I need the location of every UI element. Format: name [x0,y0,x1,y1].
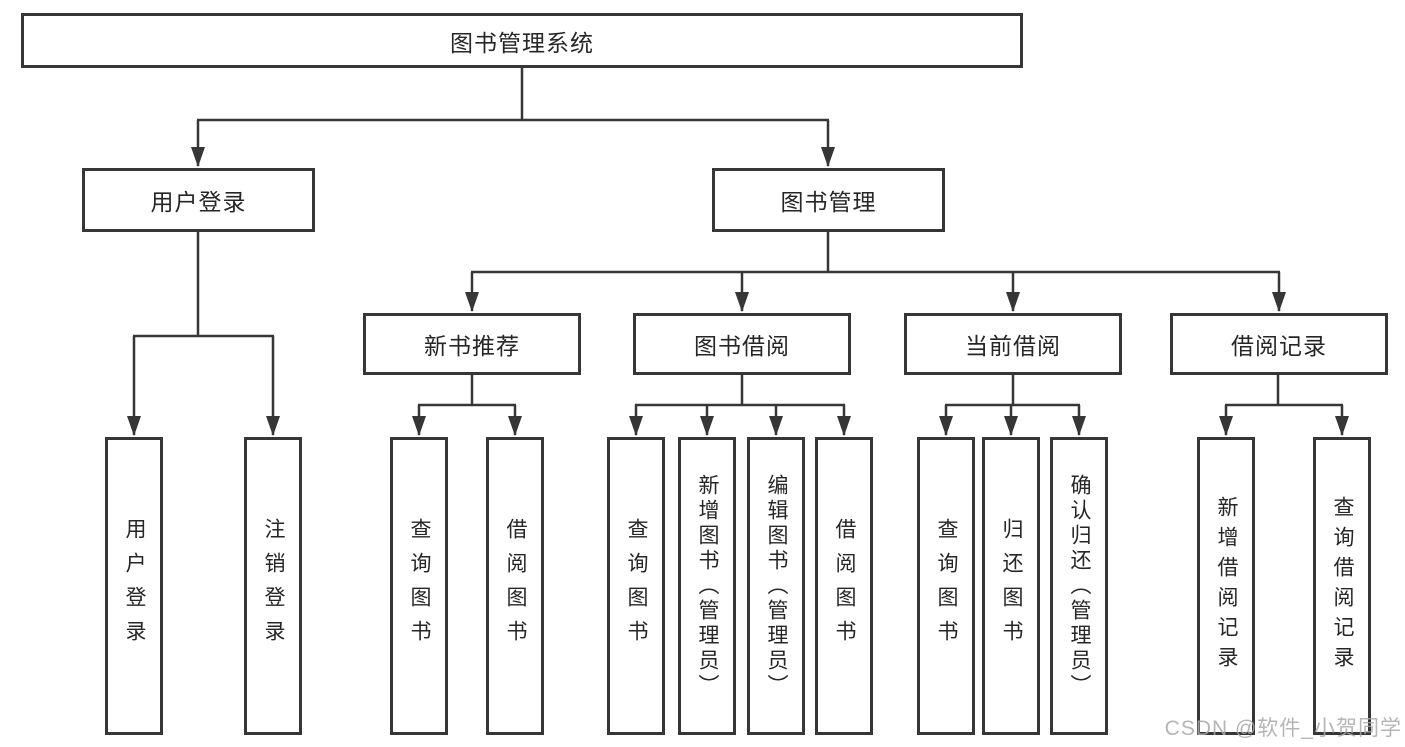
leaf-logout: 注销登录 [244,437,302,735]
leaf-rec-borrow-books: 借阅图书 [486,437,544,735]
node-new-book-recommend: 新书推荐 [363,313,581,375]
node-book-borrow: 图书借阅 [633,313,851,375]
leaf-add-books-admin: 新增图书（管理员） [678,437,736,735]
leaf-return-books: 归还图书 [982,437,1040,735]
leaf-borrow-books: 借阅图书 [815,437,873,735]
leaf-current-query-books: 查询图书 [917,437,975,735]
leaf-confirm-return-admin: 确认归还（管理员） [1050,437,1108,735]
node-user-login: 用户登录 [82,168,315,232]
leaf-query-borrow-record: 查询借阅记录 [1313,437,1371,735]
node-current-borrow: 当前借阅 [904,313,1122,375]
node-root-system: 图书管理系统 [21,13,1023,68]
leaf-edit-books-admin: 编辑图书（管理员） [747,437,805,735]
csdn-watermark: CSDN @软件_小贺同学 [1164,717,1402,740]
leaf-borrow-query-books: 查询图书 [607,437,665,735]
leaf-add-borrow-record: 新增借阅记录 [1197,437,1255,735]
node-book-management: 图书管理 [712,168,945,232]
leaf-user-login: 用户登录 [105,437,163,735]
node-borrow-records: 借阅记录 [1170,313,1388,375]
leaf-rec-query-books: 查询图书 [390,437,448,735]
